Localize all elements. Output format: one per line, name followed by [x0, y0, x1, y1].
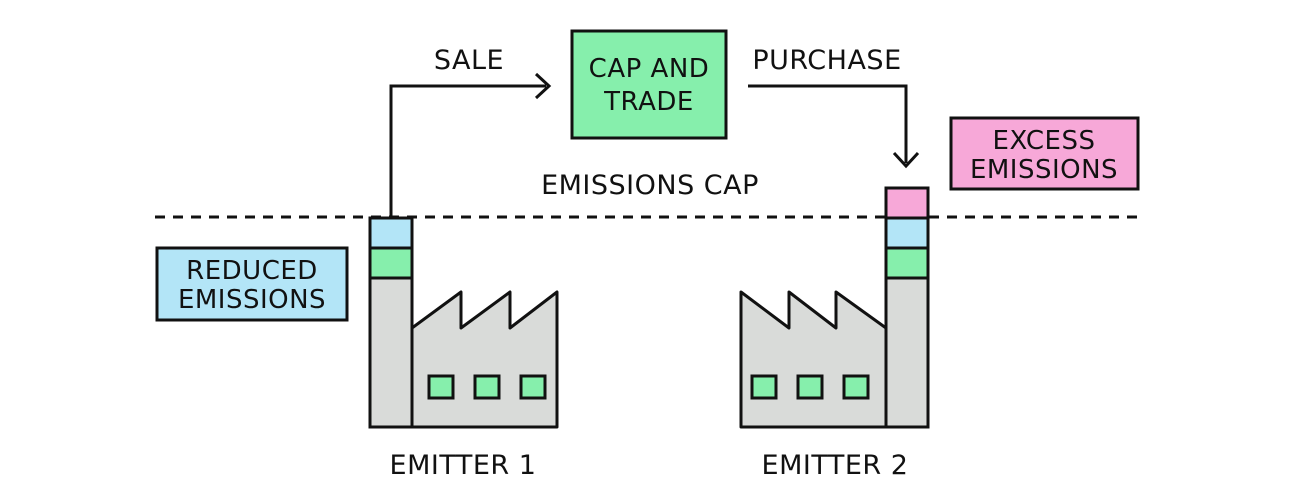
emitter-1-window — [519, 374, 547, 400]
emitter-2-window — [750, 374, 778, 400]
emitter-2-excess-band — [884, 186, 930, 220]
cap-and-trade-line1: CAP AND — [589, 54, 710, 84]
emitter-1-green-band — [368, 246, 414, 280]
sale-label: SALE — [434, 45, 504, 76]
emitter-1-building — [410, 290, 559, 429]
emitter-1-window — [427, 374, 455, 400]
reduced-emissions-line1: REDUCED — [186, 256, 318, 286]
reduced-emissions-rect — [155, 246, 349, 322]
emitter-1-window — [473, 374, 501, 400]
excess-emissions-line2: EMISSIONS — [970, 155, 1118, 185]
emitter-1-factory — [368, 216, 559, 429]
emitter-2-window — [796, 374, 824, 400]
reduced-emissions-line2: EMISSIONS — [178, 285, 326, 315]
purchase-arrow-head — [892, 151, 920, 169]
purchase-arrow — [748, 84, 920, 169]
sale-arrow-line — [389, 84, 546, 218]
cap-and-trade-box: CAP AND TRADE — [570, 29, 728, 140]
emissions-cap-label: EMISSIONS CAP — [541, 170, 759, 201]
emitter-2-label: EMITTER 2 — [762, 450, 909, 481]
excess-emissions-line1: EXCESS — [993, 126, 1096, 156]
emitter-1-reduced-band — [368, 216, 414, 250]
purchase-arrow-line — [748, 84, 908, 163]
emitter-1-label: EMITTER 1 — [390, 450, 537, 481]
emitter-2-blue-band — [884, 216, 930, 250]
reduced-emissions-box: REDUCED EMISSIONS — [155, 246, 349, 322]
cap-and-trade-line2: TRADE — [603, 87, 694, 117]
cap-and-trade-rect — [570, 29, 728, 140]
emitter-2-factory — [739, 186, 930, 429]
sale-arrow — [389, 72, 552, 218]
purchase-label: PURCHASE — [752, 45, 901, 76]
emitter-2-window — [842, 374, 870, 400]
excess-emissions-box: EXCESS EMISSIONS — [949, 116, 1140, 191]
sale-arrow-head — [534, 72, 552, 100]
excess-emissions-rect — [949, 116, 1140, 191]
emitter-2-green-band — [884, 246, 930, 280]
emitter-2-building — [739, 290, 888, 429]
